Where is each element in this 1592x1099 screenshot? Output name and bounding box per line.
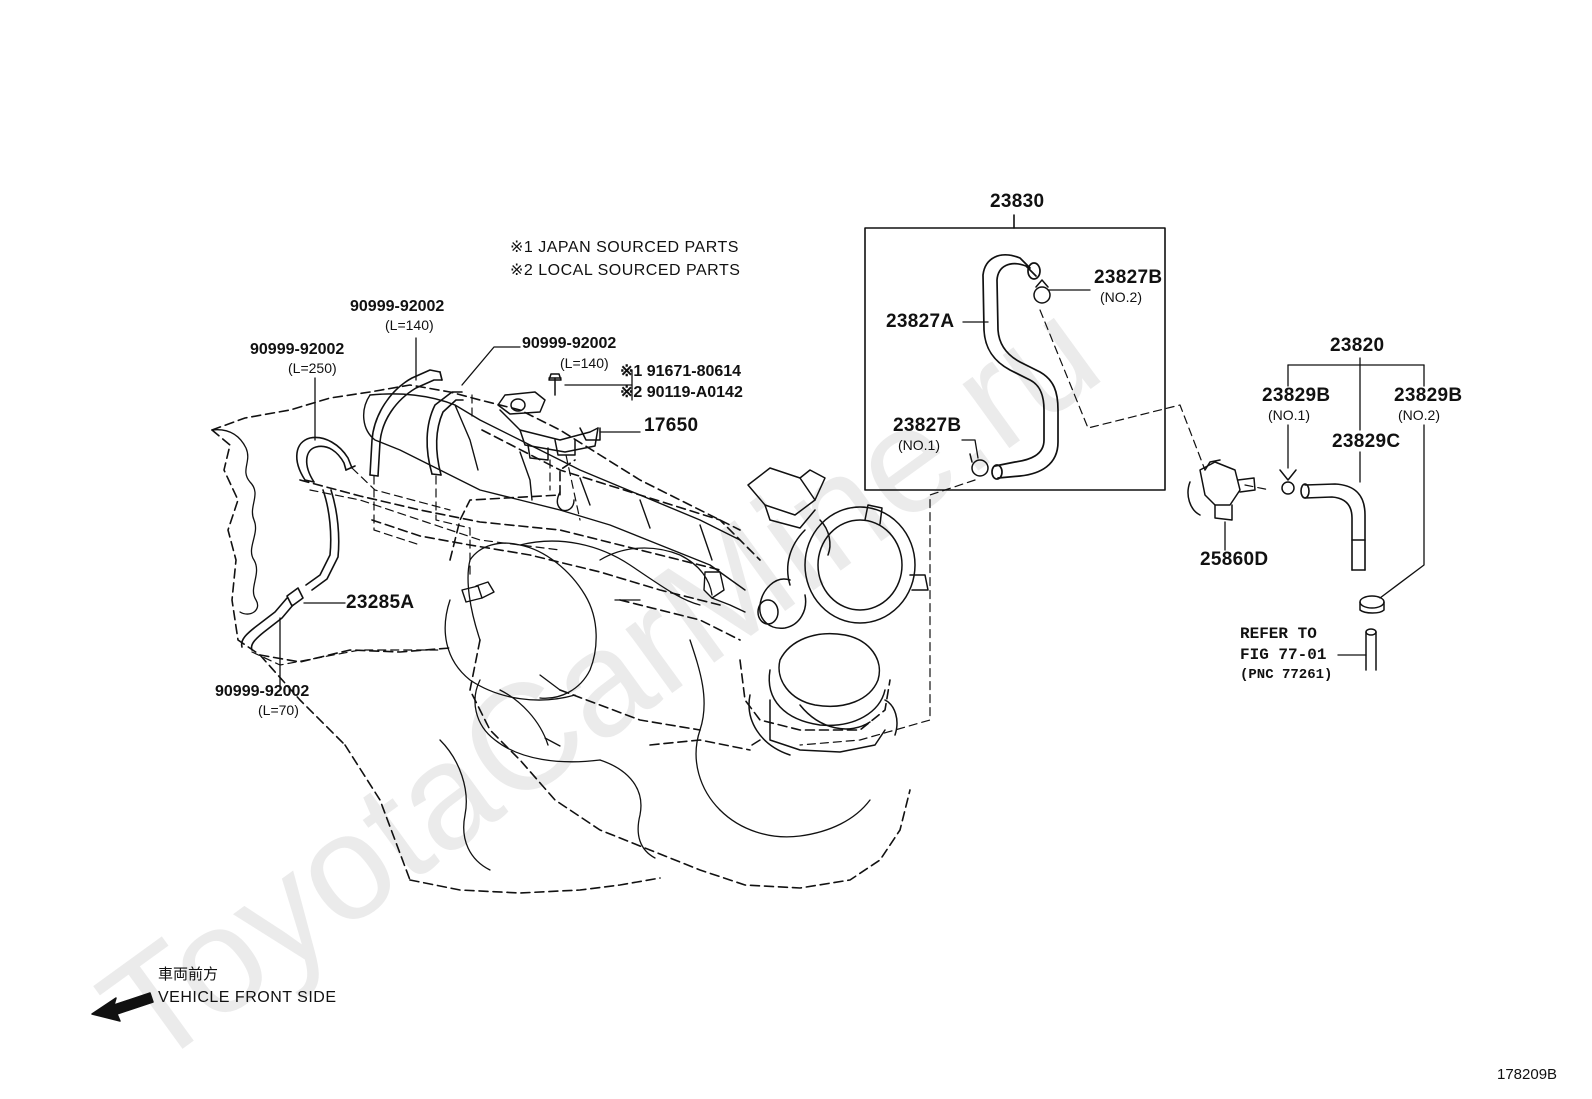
label-23820: 23820 (1330, 335, 1385, 356)
label-hose-140-top: 90999-92002 (350, 298, 445, 315)
air-box (747, 467, 831, 556)
refer-line-2: FIG 77-01 (1240, 646, 1327, 664)
clip-23829b-no1 (1279, 469, 1297, 495)
label-hose-140-right-length: (L=140) (560, 355, 609, 371)
note-japan-sourced: ※1 JAPAN SOURCED PARTS (510, 239, 739, 256)
label-23829c: 23829C (1332, 431, 1401, 452)
front-arrow-icon (91, 992, 154, 1022)
label-23829b-no1-sub: (NO.1) (1268, 407, 1310, 423)
hose-23827a (982, 254, 1059, 480)
throttle-body (748, 504, 929, 756)
label-23830: 23830 (990, 191, 1045, 212)
refer-line-1: REFER TO (1240, 625, 1317, 643)
clamp-23827b-no2 (1033, 279, 1051, 304)
label-23829b-no1: 23829B (1262, 385, 1331, 406)
assembly-23830-box (864, 227, 1166, 491)
dashed-connections (251, 309, 1271, 746)
hose-140-right (426, 391, 464, 476)
label-23827b-no2: 23827B (1094, 267, 1163, 288)
label-hose-70-length: (L=70) (258, 702, 299, 718)
figure-id: 178209B (1497, 1066, 1558, 1083)
engine-body (211, 429, 871, 871)
label-23827b-no1-sub: (NO.1) (898, 437, 940, 453)
label-bolt-japan: ※1 91671-80614 (620, 363, 742, 380)
intake-manifold (363, 393, 746, 591)
note-local-sourced: ※2 LOCAL SOURCED PARTS (510, 262, 741, 279)
label-17650: 17650 (644, 415, 699, 436)
label-hose-250: 90999-92002 (250, 341, 345, 358)
label-23285a: 23285A (346, 592, 415, 613)
label-hose-140-top-length: (L=140) (385, 317, 434, 333)
valve-25860d (1187, 459, 1256, 521)
label-23827b-no2-sub: (NO.2) (1100, 289, 1142, 305)
front-label-english: VEHICLE FRONT SIDE (158, 989, 337, 1006)
label-hose-250-length: (L=250) (288, 360, 337, 376)
label-25860d: 25860D (1200, 549, 1269, 570)
front-label-japanese: 車両前方 (158, 965, 219, 983)
label-23827a: 23827A (886, 311, 955, 332)
leader-lines (279, 289, 1425, 691)
label-hose-140-right: 90999-92002 (522, 335, 617, 352)
label-bolt-local: ※2 90119-A0142 (620, 384, 743, 401)
refer-line-3: (PNC 77261) (1240, 667, 1333, 683)
label-23829b-no2: 23829B (1394, 385, 1463, 406)
hose-23829c (1300, 483, 1366, 571)
label-hose-70: 90999-92002 (215, 683, 310, 700)
engine-clip (461, 571, 746, 613)
clip-23829b-no2 (1359, 595, 1385, 614)
refer-pipe (1365, 628, 1377, 671)
hose-250 (296, 436, 356, 483)
label-23827b-no1: 23827B (893, 415, 962, 436)
hose-left-lower (240, 489, 340, 651)
clamp-23827b-no1 (969, 453, 989, 477)
vsv-valve (497, 373, 601, 461)
label-23829b-no2-sub: (NO.2) (1398, 407, 1440, 423)
